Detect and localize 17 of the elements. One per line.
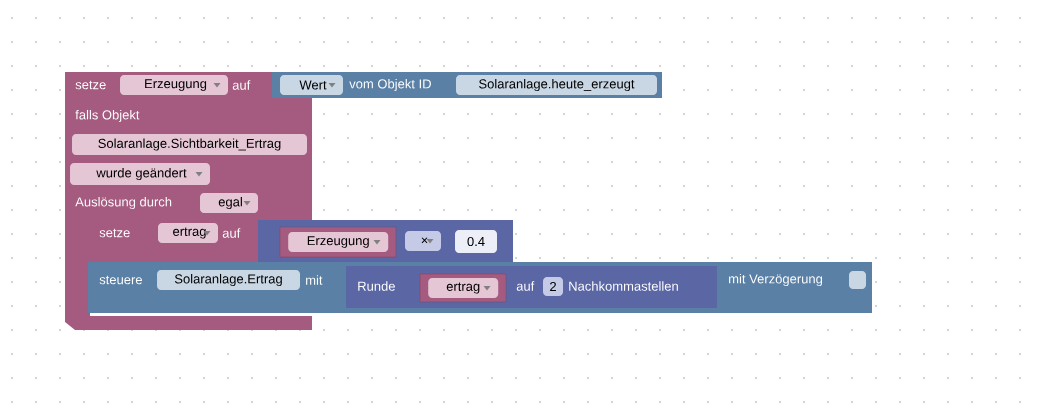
node-label: falls Objekt	[75, 109, 140, 123]
object-id-field: Solaranlage.Ertrag	[157, 270, 300, 290]
number-field: 0.4	[455, 230, 497, 253]
node-label: Auslösung durch	[75, 196, 172, 210]
node-label: setze	[75, 80, 106, 90]
dropdown: ertrag	[158, 223, 218, 243]
node-label: auf	[222, 228, 241, 238]
object-id-field: Solaranlage.heute_erzeugt	[456, 75, 657, 95]
node-label: auf	[232, 80, 251, 90]
dropdown: wurde geändert	[70, 163, 210, 185]
node-label: setze	[99, 228, 130, 238]
variable-block: ertrag	[419, 273, 507, 303]
object-id-field: Solaranlage.Sichtbarkeit_Ertrag	[72, 134, 307, 155]
dropdown: egal	[200, 193, 258, 213]
variable-block: Erzeugung	[279, 226, 397, 258]
dropdown: Erzeugung	[120, 75, 228, 95]
dropdown: Wert	[280, 75, 343, 95]
